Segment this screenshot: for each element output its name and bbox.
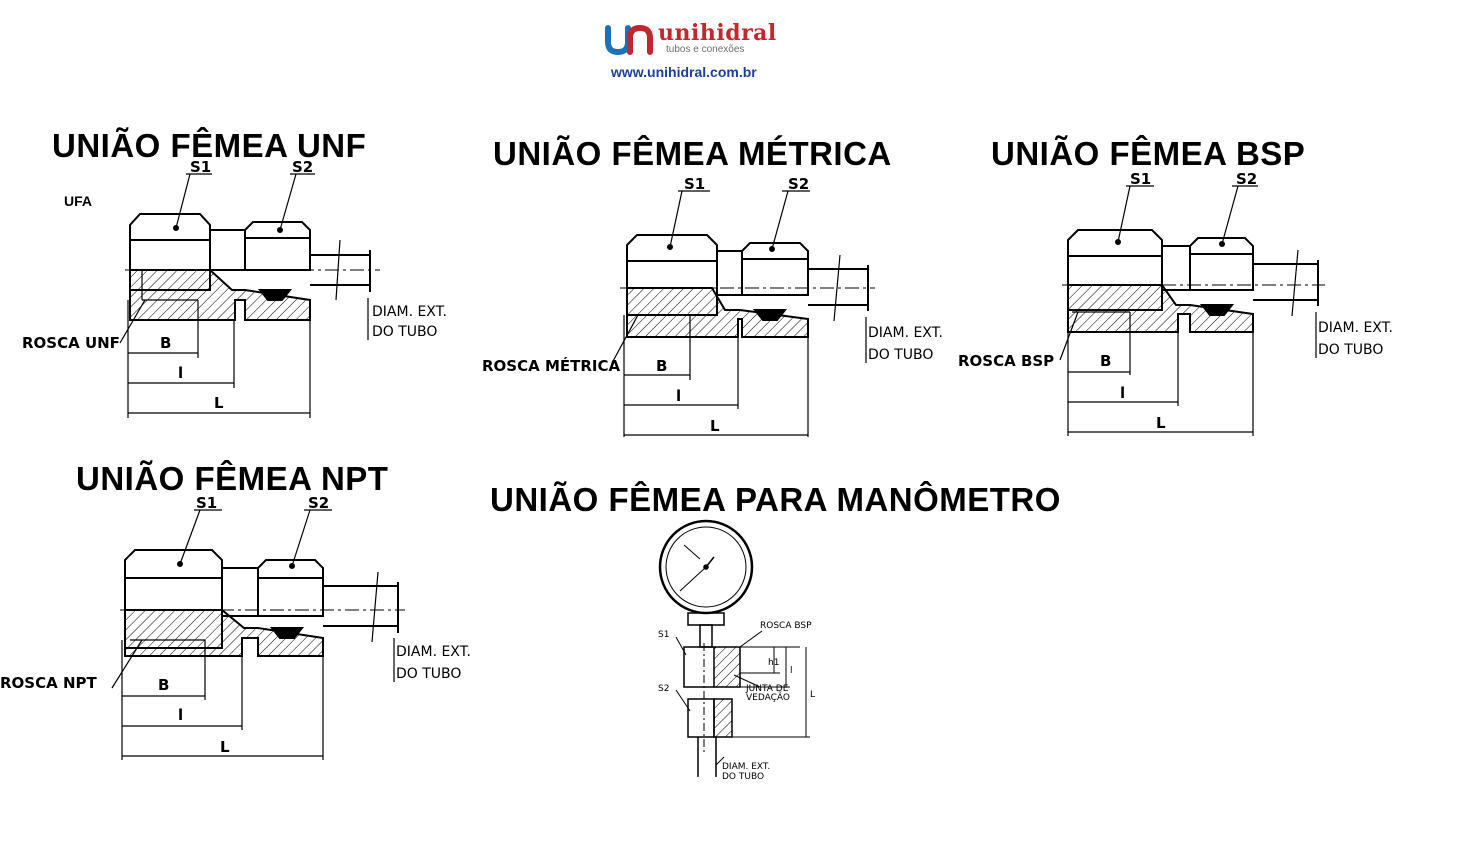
thread-label: ROSCA BSP: [760, 621, 812, 631]
diagram-npt: ROSCA NPT S1 S2 B l L DIAM. EXT. DO TUBO: [0, 494, 471, 760]
dim-l-small-label: l: [1120, 384, 1125, 402]
brand-tagline: tubos e conexões: [666, 44, 745, 55]
dim-b-label: B: [1100, 352, 1111, 370]
s2-label: S2: [658, 684, 669, 694]
title-unf: UNIÃO FÊMEA UNF: [52, 127, 367, 164]
diagram-gauge: S1 S2 ROSCA BSP h1 l L JUNTA DE VEDAÇÃO …: [658, 519, 815, 782]
dim-l-small-label: l: [178, 364, 183, 382]
thread-label: ROSCA UNF: [22, 334, 120, 352]
dim-l-big-label: L: [1156, 414, 1166, 432]
s1-label: S1: [658, 630, 669, 640]
dim-l-big-label: L: [710, 417, 720, 435]
title-bsp: UNIÃO FÊMEA BSP: [991, 135, 1306, 172]
diam-ext-label: DIAM. EXT.: [372, 304, 447, 320]
dim-l-big-label: L: [220, 738, 230, 756]
diagram-bsp: ROSCA BSP S1 S2 B l L DIAM. EXT. DO TUBO: [958, 170, 1393, 436]
diam-ext-label: DIAM. EXT.: [1318, 320, 1393, 336]
dim-b-label: B: [158, 676, 169, 694]
s1-label: S1: [1130, 170, 1151, 188]
seal-label-2: VEDAÇÃO: [746, 692, 790, 703]
s2-label: S2: [788, 175, 809, 193]
s2-label: S2: [308, 494, 329, 512]
diagram-unf: ROSCA UNF S1 S2 B l L DIAM. EXT. DO TUBO: [22, 160, 447, 418]
brand-name: unihidral: [658, 20, 777, 46]
dim-b-label: B: [656, 357, 667, 375]
dim-l-small-label: l: [178, 706, 183, 724]
s1-label: S1: [190, 160, 211, 176]
dim-l-small-label: l: [790, 666, 793, 676]
s1-label: S1: [196, 494, 217, 512]
dim-b-label: B: [160, 334, 171, 352]
seal-label-1: JUNTA DE: [745, 684, 789, 694]
diam-ext-label: DIAM. EXT.: [868, 325, 943, 341]
do-tubo-label: DO TUBO: [722, 772, 764, 782]
do-tubo-label: DO TUBO: [372, 324, 437, 340]
dim-l-big-label: L: [810, 690, 815, 700]
dim-l-small-label: l: [676, 387, 681, 405]
thread-label: ROSCA NPT: [0, 674, 97, 692]
s1-label: S1: [684, 175, 705, 193]
website-link[interactable]: www.unihidral.com.br: [611, 64, 757, 80]
dim-l-big-label: L: [214, 394, 224, 412]
s2-label: S2: [1236, 170, 1257, 188]
part-code-label: UFA: [64, 193, 92, 209]
brand-logo[interactable]: unihidral tubos e conexões: [604, 20, 794, 60]
thread-label: ROSCA BSP: [958, 352, 1054, 370]
do-tubo-label: DO TUBO: [396, 666, 461, 682]
pressure-gauge-icon: [658, 519, 754, 615]
do-tubo-label: DO TUBO: [1318, 342, 1383, 358]
do-tubo-label: DO TUBO: [868, 347, 933, 363]
diam-ext-label: DIAM. EXT.: [396, 644, 471, 660]
thread-label: ROSCA MÉTRICA: [482, 356, 620, 375]
title-gauge: UNIÃO FÊMEA PARA MANÔMETRO: [490, 481, 1061, 518]
s2-label: S2: [292, 160, 313, 176]
dim-h1-label: h1: [768, 658, 779, 668]
logo-mark-icon: [605, 24, 653, 56]
diam-ext-label: DIAM. EXT.: [722, 762, 770, 772]
diagram-metric: ROSCA MÉTRICA S1 S2 B l L DIAM. EXT. DO …: [482, 175, 943, 437]
title-npt: UNIÃO FÊMEA NPT: [76, 460, 389, 497]
title-metric: UNIÃO FÊMEA MÉTRICA: [493, 135, 892, 172]
